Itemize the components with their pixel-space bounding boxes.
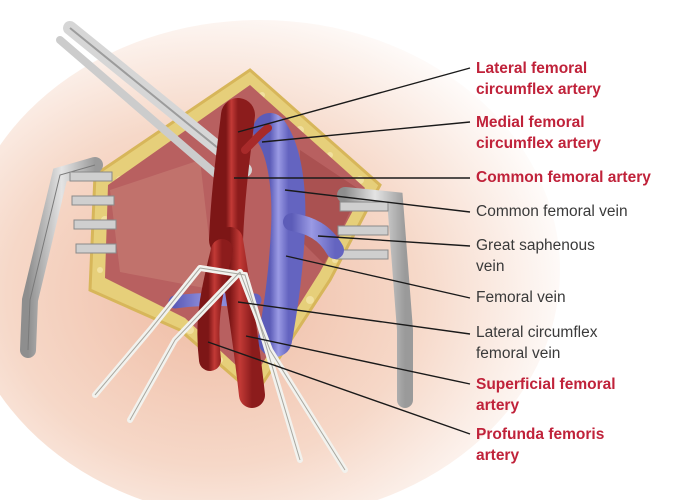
label-line: artery — [476, 445, 604, 466]
label-line: Profunda femoris — [476, 424, 604, 445]
label-line: vein — [476, 256, 595, 277]
label-femoral-vein: Femoral vein — [476, 287, 566, 308]
label-superficial-femoral-artery: Superficial femoral artery — [476, 374, 616, 416]
label-line: femoral vein — [476, 343, 597, 364]
label-line: Common femoral artery — [476, 167, 651, 188]
label-line: Superficial femoral — [476, 374, 616, 395]
label-line: circumflex artery — [476, 79, 601, 100]
label-lateral-femoral-circumflex-artery: Lateral femoral circumflex artery — [476, 58, 601, 100]
label-line: artery — [476, 395, 616, 416]
label-lateral-circumflex-femoral-vein: Lateral circumflex femoral vein — [476, 322, 597, 364]
label-great-saphenous-vein: Great saphenous vein — [476, 235, 595, 277]
label-line: Femoral vein — [476, 287, 566, 308]
label-profunda-femoris-artery: Profunda femoris artery — [476, 424, 604, 466]
label-line: Great saphenous — [476, 235, 595, 256]
label-line: Lateral femoral — [476, 58, 601, 79]
label-medial-femoral-circumflex-artery: Medial femoral circumflex artery — [476, 112, 601, 154]
label-line: Lateral circumflex — [476, 322, 597, 343]
label-line: circumflex artery — [476, 133, 601, 154]
label-common-femoral-artery: Common femoral artery — [476, 167, 651, 188]
label-line: Common femoral vein — [476, 201, 628, 222]
label-common-femoral-vein: Common femoral vein — [476, 201, 628, 222]
label-line: Medial femoral — [476, 112, 601, 133]
